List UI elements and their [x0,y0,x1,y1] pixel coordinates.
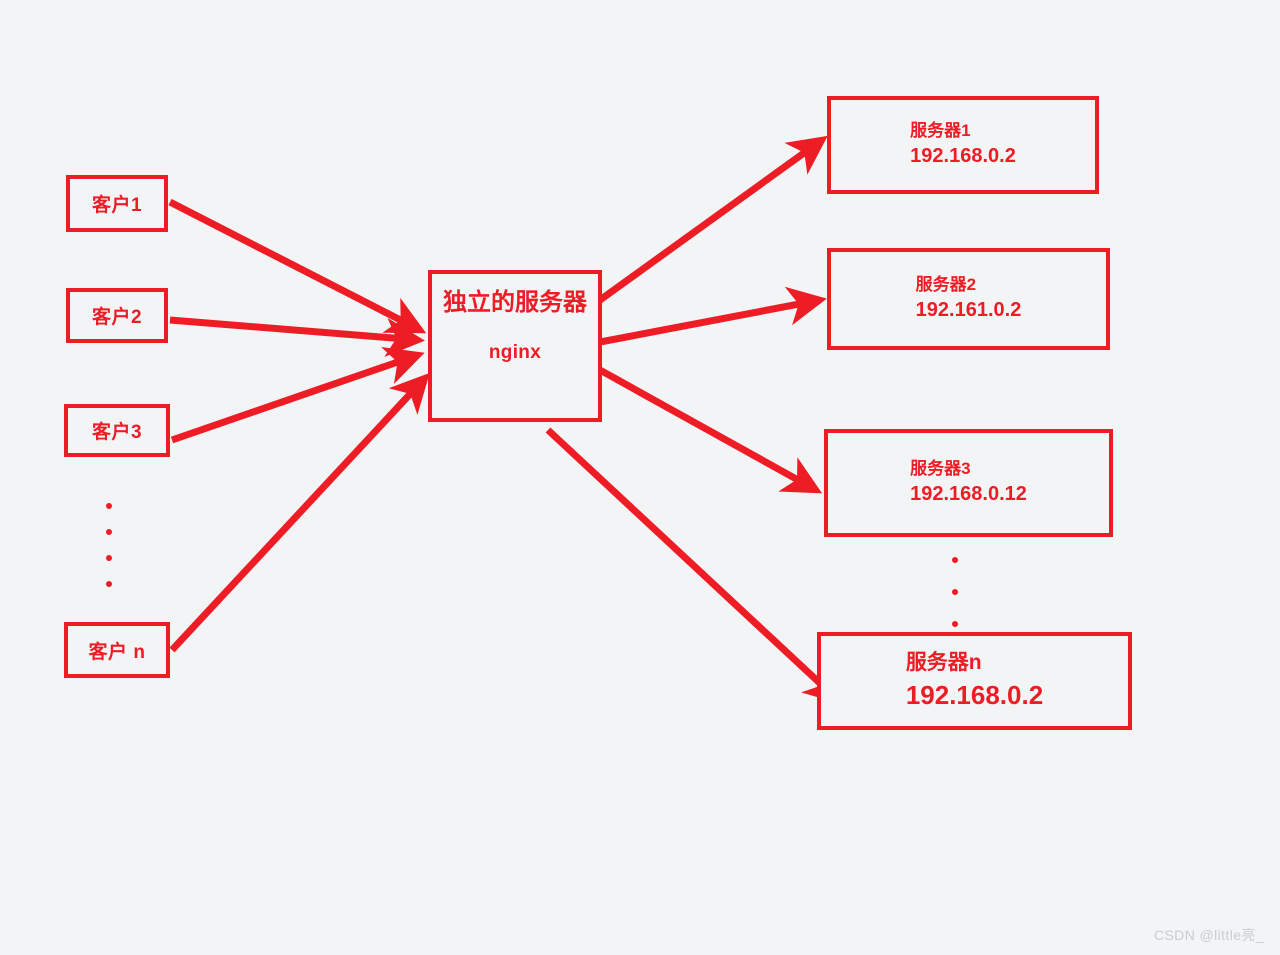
client-label: 客户2 [91,307,143,328]
arrow-balancer-to-server1 [597,135,828,303]
arrow-client1-to-balancer [168,198,427,334]
server-name: 服务器1 [910,121,971,141]
server-text-block: 服务器n 192.168.0.2 [906,649,1043,712]
arrow-balancer-to-servern [545,427,844,705]
server-box-1[interactable]: 服务器1 192.168.0.2 [827,96,1099,194]
server-box-3[interactable]: 服务器3 192.168.0.12 [824,429,1113,537]
server-text-block: 服务器2 192.161.0.2 [916,274,1022,324]
client-box-1[interactable]: 客户1 [66,175,168,232]
server-box-n[interactable]: 服务器n 192.168.0.2 [817,632,1132,730]
client-label: 客户3 [91,422,143,443]
ellipsis-dot [952,557,958,563]
ellipsis-dot [106,503,112,509]
ellipsis-dot [952,589,958,595]
server-text-block: 服务器3 192.168.0.12 [910,458,1027,508]
arrow-client3-to-balancer [170,346,425,444]
ellipsis-dot [106,581,112,587]
arrow-balancer-to-server3 [598,366,823,494]
client-label: 客户 n [88,641,146,663]
load-balancer-node[interactable]: 独立的服务器 nginx [428,270,602,422]
server-ellipsis-dots [952,557,958,627]
client-ellipsis-dots [106,503,112,587]
server-name: 服务器2 [915,275,977,295]
arrow-balancer-to-server2 [599,286,827,346]
server-ip: 192.168.0.2 [905,679,1044,710]
arrow-clientn-to-balancer [169,372,430,653]
server-box-2[interactable]: 服务器2 192.161.0.2 [827,248,1110,350]
ellipsis-dot [106,555,112,561]
csdn-watermark: CSDN @little亮_ [1153,927,1264,943]
client-box-n[interactable]: 客户 n [64,622,170,678]
server-name: 服务器n [905,651,982,675]
arrow-client2-to-balancer [169,316,425,357]
client-box-2[interactable]: 客户2 [66,288,168,343]
client-label: 客户1 [91,195,143,216]
ellipsis-dot [106,529,112,535]
server-ip: 192.168.0.12 [910,482,1027,505]
server-ip: 192.168.0.2 [910,144,1016,167]
ellipsis-dot [952,621,958,627]
load-balancer-subtitle: nginx [488,342,542,364]
server-ip: 192.161.0.2 [915,298,1022,321]
load-balancer-title: 独立的服务器 [443,289,587,316]
client-box-3[interactable]: 客户3 [64,404,170,457]
server-text-block: 服务器1 192.168.0.2 [910,120,1016,170]
server-name: 服务器3 [910,459,971,479]
